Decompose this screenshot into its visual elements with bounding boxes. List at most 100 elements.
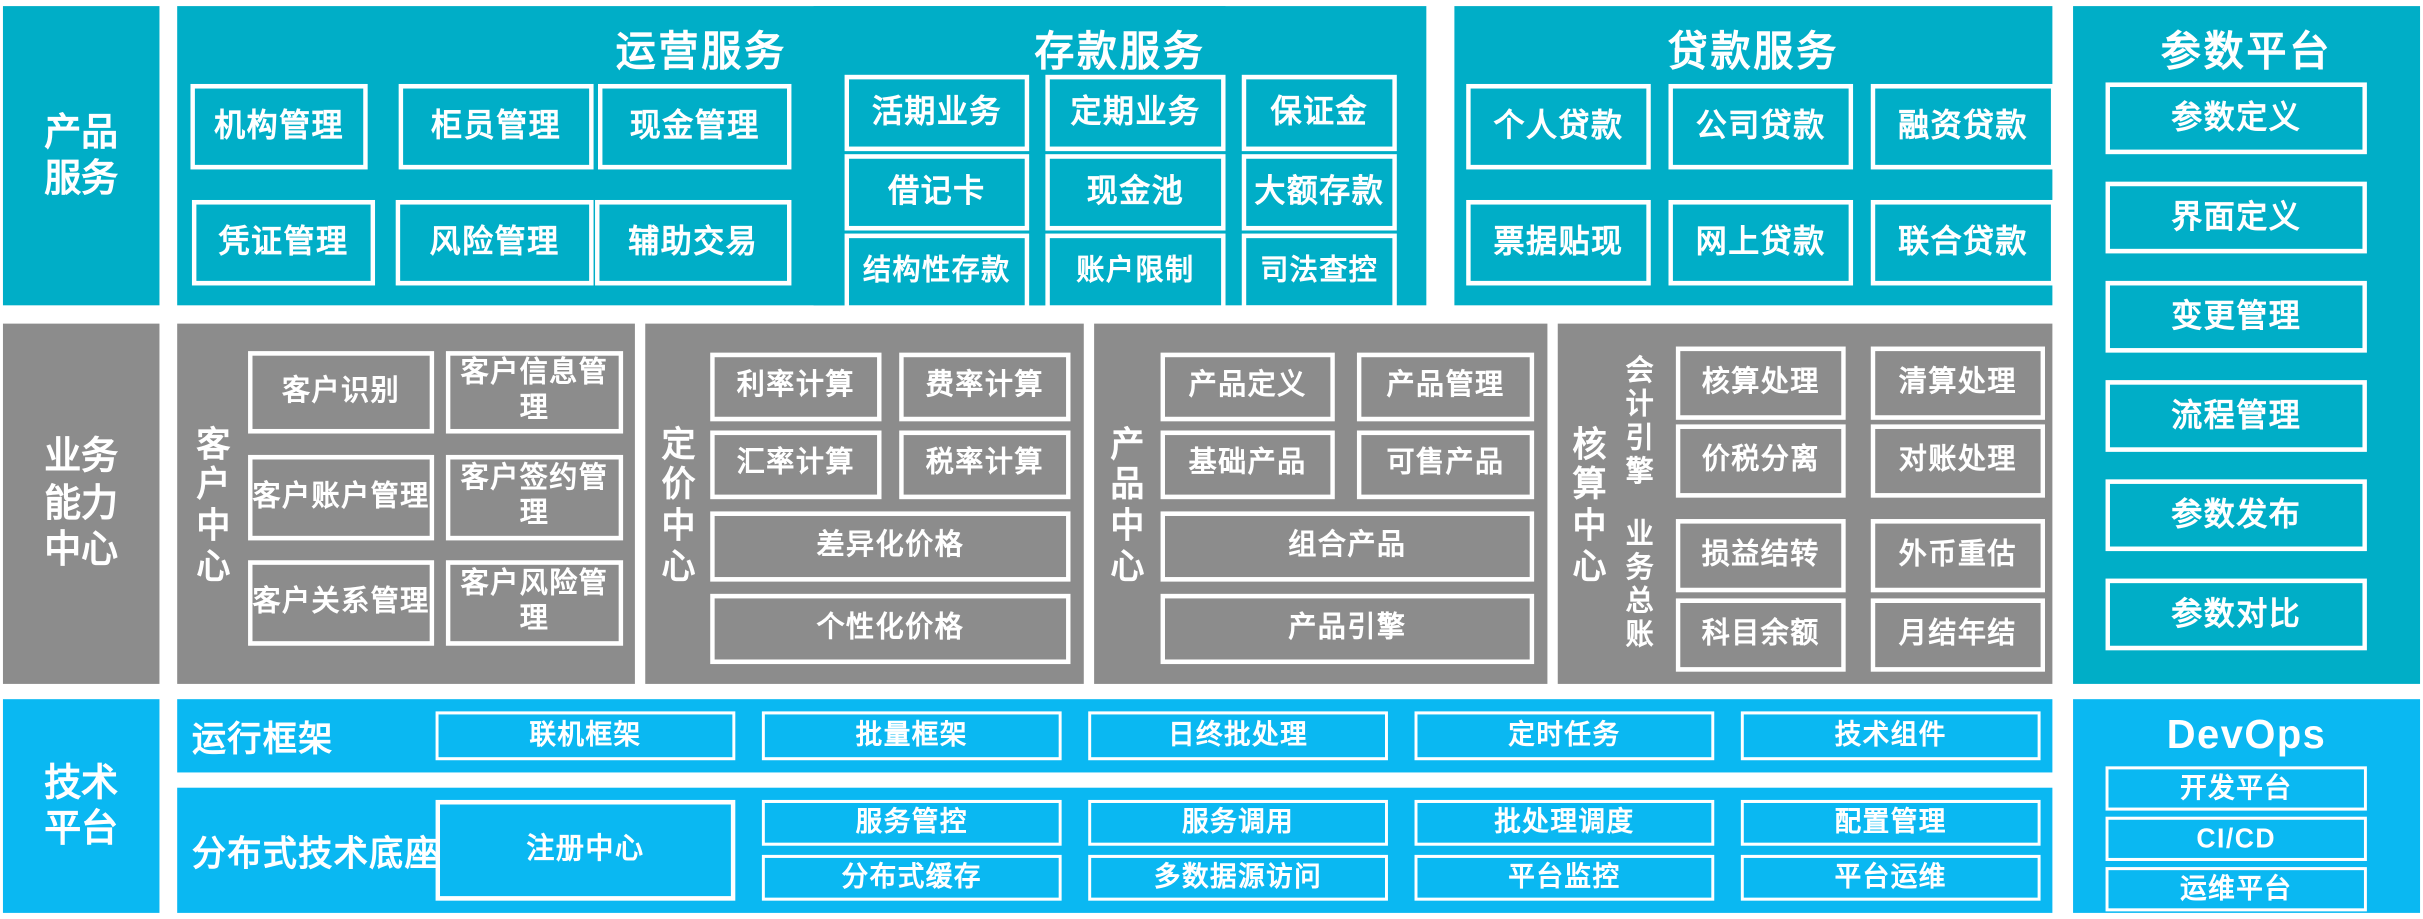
tile-product-management[interactable]: 产品管理 bbox=[1356, 352, 1535, 422]
band-label-business-capability-line1: 业务 bbox=[44, 435, 119, 479]
band-label-technical-platform: 技术 平台 bbox=[2, 699, 160, 913]
tile-service-invocation[interactable]: 服务调用 bbox=[1088, 799, 1388, 846]
tile-auxiliary-transaction[interactable]: 辅助交易 bbox=[595, 199, 792, 286]
band-label-business-capability-line3: 中心 bbox=[44, 528, 119, 572]
tile-product-engine[interactable]: 产品引擎 bbox=[1160, 593, 1535, 665]
tile-accounting-processing[interactable]: 核算处理 bbox=[1675, 346, 1846, 420]
vchar: 引 bbox=[1625, 422, 1656, 455]
tile-cash-pool[interactable]: 现金池 bbox=[1045, 154, 1226, 231]
tile-customer-risk-management[interactable]: 客户风险管理 bbox=[445, 560, 624, 646]
group-title-parameter-platform: 参数平台 bbox=[2160, 29, 2333, 75]
tile-teller-management[interactable]: 柜员管理 bbox=[398, 83, 594, 170]
vchar: 中 bbox=[1572, 505, 1608, 545]
tile-differentiated-price[interactable]: 差异化价格 bbox=[710, 511, 1071, 582]
tile-tax-rate-calc[interactable]: 税率计算 bbox=[899, 430, 1071, 500]
tile-distributed-cache[interactable]: 分布式缓存 bbox=[761, 854, 1062, 901]
tile-platform-operations[interactable]: 平台运维 bbox=[1740, 854, 2041, 901]
tile-interest-rate-calc[interactable]: 利率计算 bbox=[710, 352, 882, 422]
tile-risk-management[interactable]: 风险管理 bbox=[395, 199, 594, 286]
vchar: 业 bbox=[1625, 518, 1656, 551]
tile-time-deposit[interactable]: 定期业务 bbox=[1045, 74, 1226, 152]
group-vlabel-accounting-engine: 会 计 引 擎 bbox=[1620, 345, 1661, 501]
tile-corporate-loan[interactable]: 公司贷款 bbox=[1668, 83, 1854, 170]
band-label-product-service: 产品 服务 bbox=[2, 6, 160, 306]
tile-settlement-processing[interactable]: 清算处理 bbox=[1870, 346, 2046, 420]
tile-customer-account-management[interactable]: 客户账户管理 bbox=[248, 454, 435, 541]
tile-composite-product[interactable]: 组合产品 bbox=[1160, 511, 1535, 582]
tile-voucher-management[interactable]: 凭证管理 bbox=[191, 199, 376, 286]
tile-basic-product[interactable]: 基础产品 bbox=[1160, 430, 1335, 500]
vchar: 心 bbox=[661, 546, 697, 586]
group-vlabel-customer-center: 客 户 中 心 bbox=[189, 360, 239, 650]
tile-parameter-release[interactable]: 参数发布 bbox=[2105, 479, 2367, 552]
tile-debit-card[interactable]: 借记卡 bbox=[844, 154, 1030, 231]
tile-personalized-price[interactable]: 个性化价格 bbox=[710, 593, 1071, 665]
vchar: 产 bbox=[1110, 423, 1146, 464]
group-customer-center: 客 户 中 心 客户识别 客户信息管理 客户账户管理 客户签约管理 客户关系管理… bbox=[177, 323, 635, 684]
tile-customer-info-management[interactable]: 客户信息管理 bbox=[445, 351, 624, 434]
vchar: 客 bbox=[196, 423, 232, 464]
tile-product-definition[interactable]: 产品定义 bbox=[1160, 352, 1335, 422]
group-title-operation-service: 运营服务 bbox=[615, 29, 787, 75]
tile-ci-cd[interactable]: CI/CD bbox=[2105, 816, 2367, 861]
tile-margin-deposit[interactable]: 保证金 bbox=[1241, 74, 1397, 152]
tile-technical-component[interactable]: 技术组件 bbox=[1740, 711, 2041, 761]
tile-price-tax-separation[interactable]: 价税分离 bbox=[1675, 424, 1846, 498]
vchar: 核 bbox=[1572, 423, 1608, 464]
group-accounting-center: 核 算 中 心 会 计 引 擎 业 务 总 账 核算处理 清算处理 价税分离 对… bbox=[1557, 323, 2053, 684]
tile-online-loan[interactable]: 网上贷款 bbox=[1668, 199, 1854, 286]
tile-service-governance[interactable]: 服务管控 bbox=[761, 799, 1062, 846]
vchar: 擎 bbox=[1625, 456, 1656, 489]
group-deposit-service: 存款服务 活期业务 定期业务 保证金 借记卡 现金池 大额存款 结构性存款 账户… bbox=[813, 6, 1427, 310]
tile-batch-scheduling[interactable]: 批处理调度 bbox=[1414, 799, 1715, 846]
tile-sellable-product[interactable]: 可售产品 bbox=[1356, 430, 1535, 500]
tile-parameter-definition[interactable]: 参数定义 bbox=[2105, 82, 2367, 155]
band-label-product-service-line2: 服务 bbox=[44, 157, 119, 200]
tile-config-management[interactable]: 配置管理 bbox=[1740, 799, 2041, 846]
vchar: 账 bbox=[1625, 619, 1656, 652]
tile-process-management[interactable]: 流程管理 bbox=[2105, 380, 2367, 452]
tile-personal-loan[interactable]: 个人贷款 bbox=[1466, 83, 1651, 170]
tile-platform-monitoring[interactable]: 平台监控 bbox=[1414, 854, 1715, 901]
tile-reconciliation-processing[interactable]: 对账处理 bbox=[1870, 424, 2046, 498]
band-label-technical-platform-line1: 技术 bbox=[44, 760, 119, 804]
group-product-center: 产 品 中 心 产品定义 产品管理 基础产品 可售产品 组合产品 产品引擎 bbox=[1094, 323, 1548, 684]
tile-interface-definition[interactable]: 界面定义 bbox=[2105, 181, 2367, 254]
tile-financing-loan[interactable]: 融资贷款 bbox=[1870, 83, 2056, 170]
tile-subject-balance[interactable]: 科目余额 bbox=[1675, 598, 1846, 672]
group-title-loan-service: 贷款服务 bbox=[1667, 29, 1840, 75]
tile-customer-contract-management[interactable]: 客户签约管理 bbox=[445, 454, 624, 541]
tile-judicial-control[interactable]: 司法查控 bbox=[1241, 233, 1397, 310]
tile-registry-center[interactable]: 注册中心 bbox=[435, 799, 736, 901]
vchar: 心 bbox=[1572, 546, 1608, 586]
tile-scheduled-task[interactable]: 定时任务 bbox=[1414, 711, 1715, 761]
group-parameter-platform: 参数平台 参数定义 界面定义 变更管理 流程管理 参数发布 参数对比 bbox=[2073, 6, 2421, 684]
tile-customer-relation-management[interactable]: 客户关系管理 bbox=[248, 560, 435, 646]
vchar: 中 bbox=[1110, 505, 1146, 545]
tile-fee-rate-calc[interactable]: 费率计算 bbox=[899, 352, 1071, 422]
tile-demand-deposit[interactable]: 活期业务 bbox=[844, 74, 1030, 152]
group-title-devops: DevOps bbox=[2166, 711, 2327, 758]
tile-month-year-end-closing[interactable]: 月结年结 bbox=[1870, 598, 2046, 672]
row-label-distributed-foundation: 分布式技术底座 bbox=[191, 833, 441, 874]
tile-end-of-day-batch[interactable]: 日终批处理 bbox=[1088, 711, 1388, 761]
tile-bill-discount[interactable]: 票据贴现 bbox=[1466, 199, 1651, 286]
tile-account-restriction[interactable]: 账户限制 bbox=[1045, 233, 1226, 310]
tile-exchange-rate-calc[interactable]: 汇率计算 bbox=[710, 430, 882, 500]
tile-development-platform[interactable]: 开发平台 bbox=[2105, 766, 2367, 811]
tile-profit-loss-carryover[interactable]: 损益结转 bbox=[1675, 519, 1846, 593]
tile-structured-deposit[interactable]: 结构性存款 bbox=[844, 233, 1030, 310]
tile-parameter-comparison[interactable]: 参数对比 bbox=[2105, 578, 2367, 651]
tile-org-management[interactable]: 机构管理 bbox=[190, 83, 368, 170]
tile-change-management[interactable]: 变更管理 bbox=[2105, 280, 2367, 353]
tile-cash-management[interactable]: 现金管理 bbox=[597, 83, 792, 170]
tile-foreign-currency-revaluation[interactable]: 外币重估 bbox=[1870, 519, 2046, 593]
tile-customer-identification[interactable]: 客户识别 bbox=[248, 351, 435, 434]
tile-large-deposit[interactable]: 大额存款 bbox=[1241, 154, 1397, 231]
tile-batch-framework[interactable]: 批量框架 bbox=[761, 711, 1062, 761]
tile-online-framework[interactable]: 联机框架 bbox=[435, 711, 736, 761]
tile-operations-platform[interactable]: 运维平台 bbox=[2105, 867, 2367, 912]
tile-multi-datasource-access[interactable]: 多数据源访问 bbox=[1088, 854, 1388, 901]
tile-syndicated-loan[interactable]: 联合贷款 bbox=[1870, 199, 2056, 286]
